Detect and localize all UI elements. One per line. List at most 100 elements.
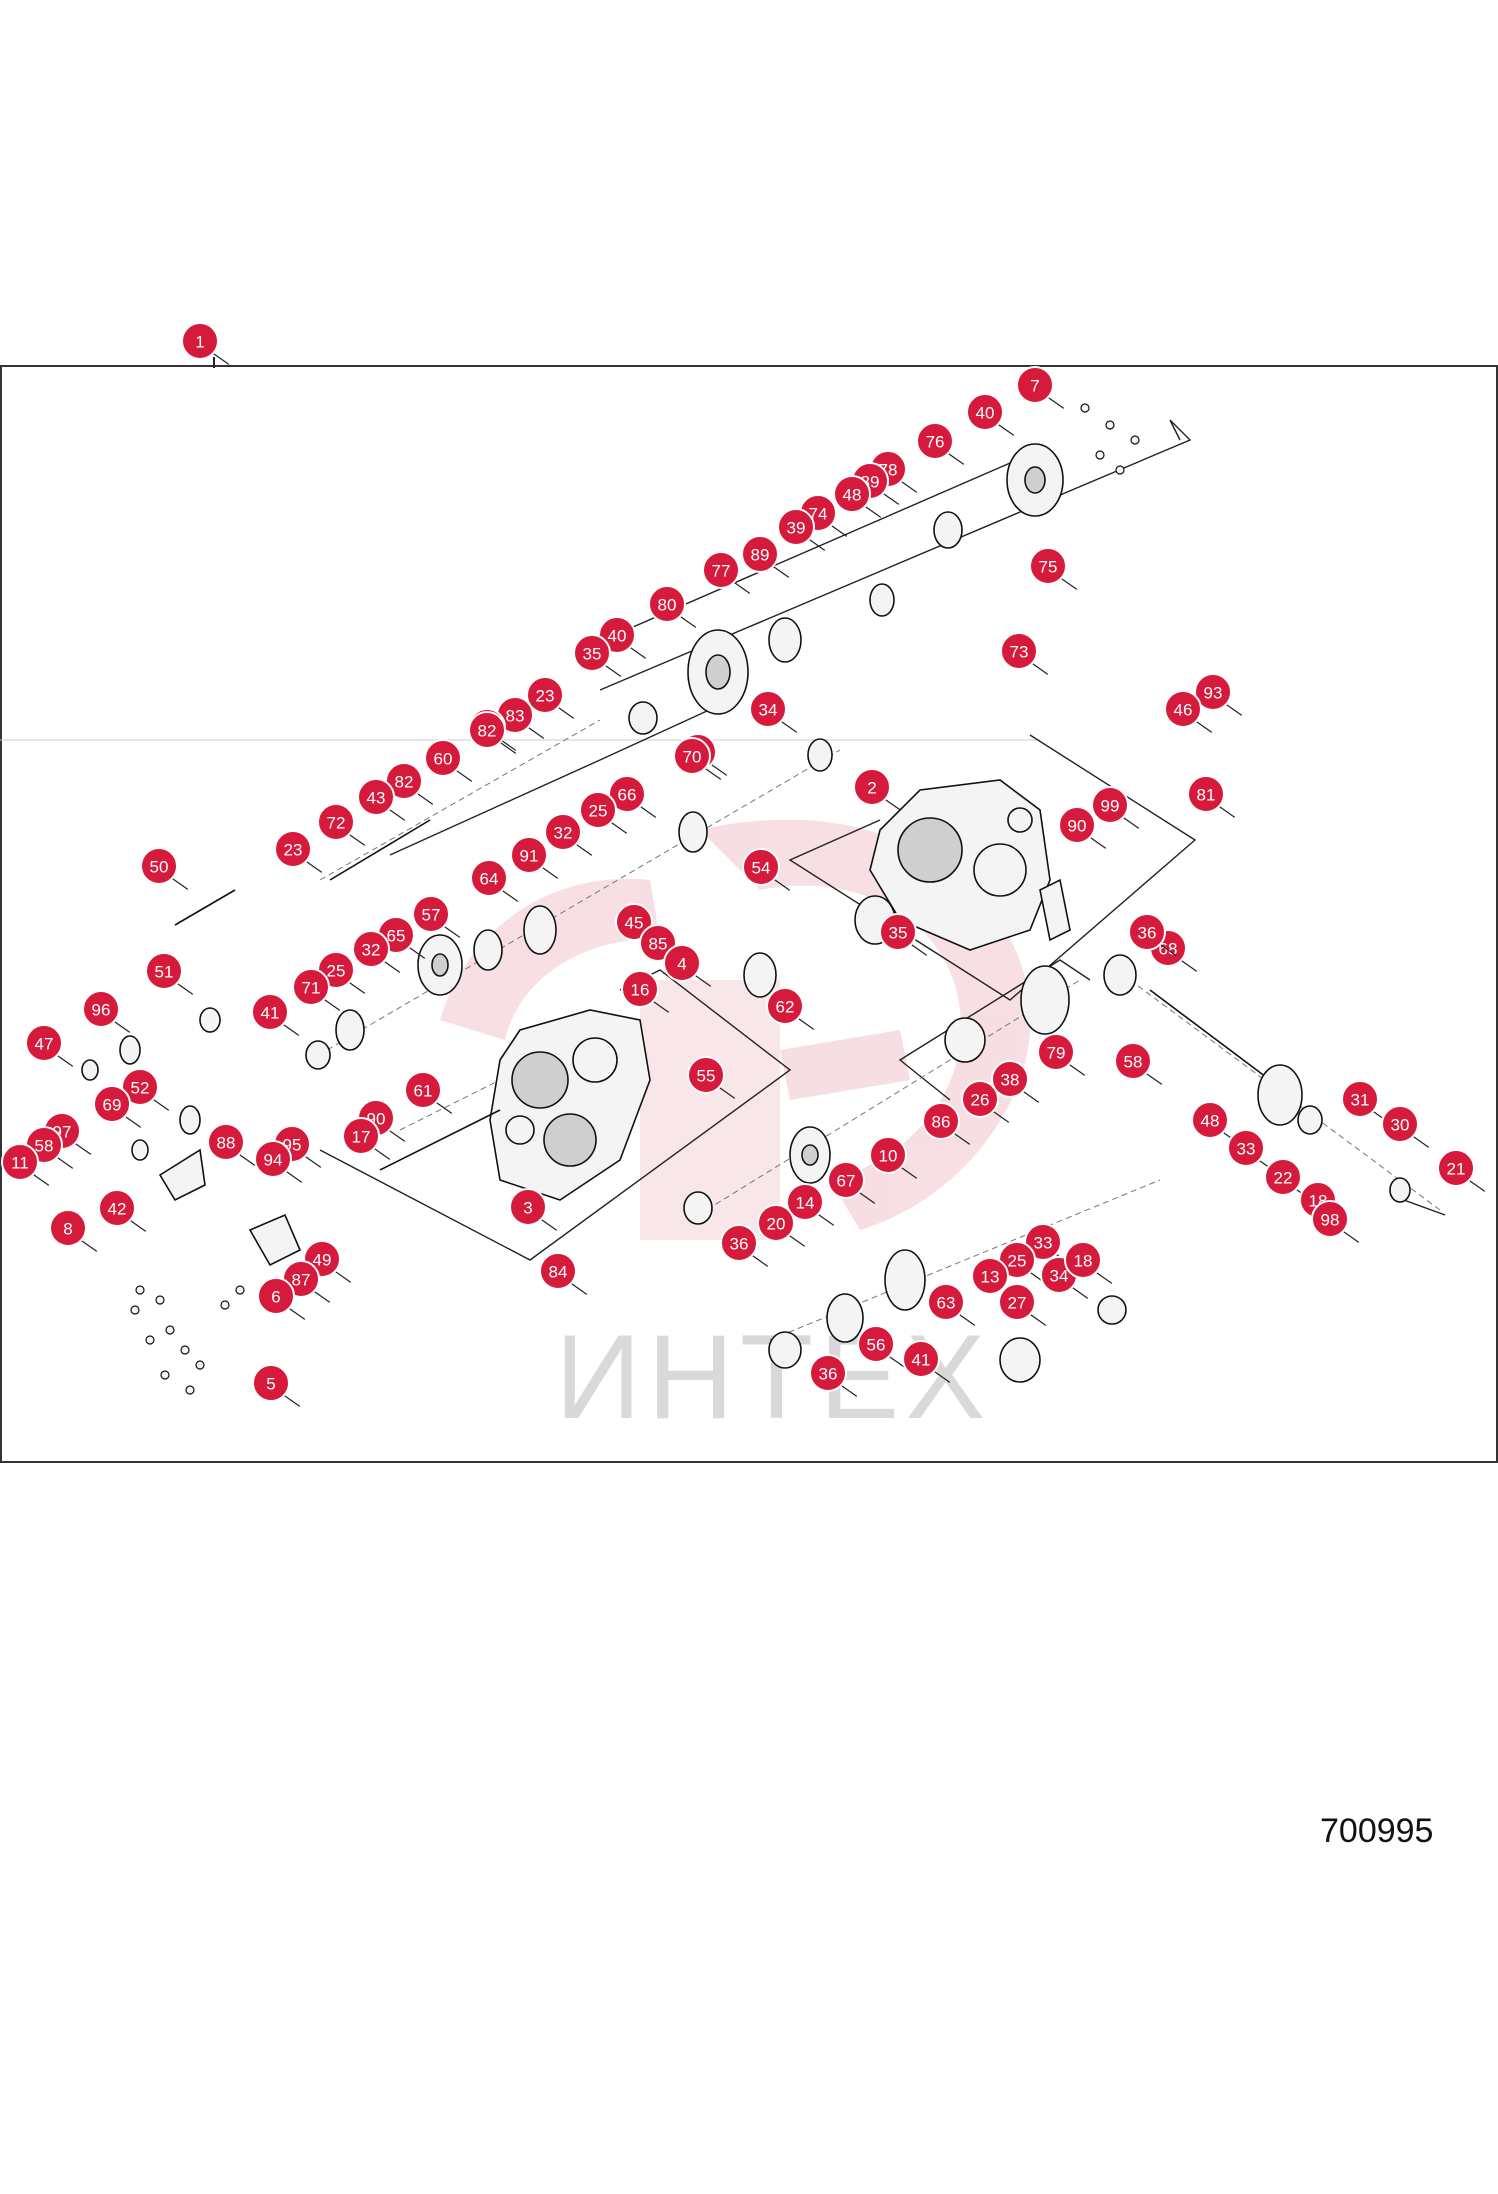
callout-badge (544, 813, 582, 851)
callout-label: 25 (327, 962, 346, 981)
callout-badge (1058, 806, 1096, 844)
callout-marker: 48 (1191, 1101, 1240, 1144)
callout-label: 52 (131, 1079, 150, 1098)
callout-marker: 35 (879, 913, 928, 956)
callout-label: 41 (261, 1004, 280, 1023)
lower-left-parts (81, 1007, 302, 1267)
callout-badge (922, 1102, 960, 1140)
callout-badge (470, 859, 508, 897)
callout-marker: 55 (687, 1056, 736, 1099)
callout-label: 46 (1174, 701, 1193, 720)
callout-badge (833, 475, 871, 513)
callout-label: 40 (608, 627, 627, 646)
callout-marker: 20 (757, 1204, 806, 1247)
callout-badge (510, 836, 548, 874)
callout-badge (121, 1068, 159, 1106)
callout-marker: 72 (317, 803, 366, 846)
callout-marker: 11 (1, 1143, 50, 1186)
callout-label: 45 (625, 914, 644, 933)
callout-marker: 8 (49, 1209, 98, 1252)
callout-badge (615, 903, 653, 941)
callout-badge (786, 1183, 824, 1221)
callout-marker: 35 (573, 634, 622, 677)
callout-label: 94 (264, 1151, 283, 1170)
callout-badge (1264, 1158, 1302, 1196)
callout-badge (741, 535, 779, 573)
callout-badge (1437, 1149, 1475, 1187)
callout-label: 77 (712, 562, 731, 581)
callout-badge (424, 739, 462, 777)
callout-label: 61 (414, 1082, 433, 1101)
callout-label: 85 (649, 935, 668, 954)
callout-badge (1064, 1241, 1102, 1279)
callout-label: 34 (1050, 1267, 1069, 1286)
callout-marker: 69 (93, 1085, 142, 1128)
callout-marker: 34 (749, 690, 798, 733)
callout-label: 54 (752, 859, 771, 878)
callout-badge (509, 1188, 547, 1226)
callout-badge (766, 987, 804, 1025)
callout-label: 48 (843, 486, 862, 505)
callout-marker: 62 (766, 987, 815, 1030)
callout-label: 63 (937, 1294, 956, 1313)
callout-badge (927, 1283, 965, 1321)
callout-label: 83 (506, 707, 525, 726)
callout-badge (827, 1161, 865, 1199)
callout-marker: 41 (251, 993, 300, 1036)
callout-badge (526, 676, 564, 714)
callout-marker: 81 (1187, 775, 1236, 818)
callout-badge (1024, 1223, 1062, 1261)
callout-badge (998, 1283, 1036, 1321)
callout-badge (1227, 1129, 1265, 1167)
callout-label: 58 (1124, 1053, 1143, 1072)
callout-badge (809, 1354, 847, 1392)
callout-badge (1191, 1101, 1229, 1139)
callout-label: 82 (395, 773, 414, 792)
callout-label: 60 (434, 750, 453, 769)
callout-label: 88 (217, 1134, 236, 1153)
callout-badge (357, 778, 395, 816)
callout-label: 80 (658, 596, 677, 615)
callout-marker: 86 (922, 1102, 971, 1145)
callout-label: 16 (631, 981, 650, 1000)
callout-marker: 58 (1114, 1042, 1163, 1085)
callout-badge (98, 1189, 136, 1227)
callout-badge (1187, 775, 1225, 813)
watermark-text: ИНТЕХ (555, 1310, 991, 1444)
callout-label: 39 (787, 519, 806, 538)
callout-label: 23 (284, 841, 303, 860)
callout-marker: 50 (140, 847, 189, 890)
callout-label: 17 (352, 1128, 371, 1147)
callout-marker: 10 (869, 1136, 918, 1179)
callout-badge (673, 737, 711, 775)
callout-marker: 84 (539, 1252, 588, 1295)
callout-label: 14 (796, 1194, 815, 1213)
upper-gear-cluster (628, 443, 1064, 853)
callout-label: 35 (889, 924, 908, 943)
callout-label: 50 (150, 858, 169, 877)
callout-marker: 36 (1128, 913, 1177, 956)
assembly-brackets (319, 419, 1446, 1261)
callout-label: 49 (313, 1251, 332, 1270)
callout-marker: 47 (25, 1024, 74, 1067)
callout-badge (352, 930, 390, 968)
callout-marker: 5 (252, 1364, 301, 1407)
callout-marker: 54 (742, 848, 791, 891)
callout-label: 3 (523, 1199, 532, 1218)
callout-marker: 90 (1058, 806, 1107, 849)
callout-badge (1381, 1105, 1419, 1143)
callout-badge (1114, 1042, 1152, 1080)
callout-badge (749, 690, 787, 728)
callout-label: 11 (11, 1154, 29, 1173)
callout-markers: 1740767889487439897775804035739346238392… (1, 322, 1486, 1407)
callout-label: 74 (809, 505, 828, 524)
callout-marker: 82 (468, 711, 517, 754)
callout-label: 82 (478, 722, 497, 741)
callout-marker: 82 (385, 762, 434, 805)
callout-marker: 27 (998, 1283, 1047, 1326)
callout-badge (966, 393, 1004, 431)
callout-marker: 70 (673, 737, 722, 780)
callout-badge (82, 990, 120, 1028)
callout-marker: 42 (98, 1189, 147, 1232)
callout-badge (971, 1257, 1009, 1295)
